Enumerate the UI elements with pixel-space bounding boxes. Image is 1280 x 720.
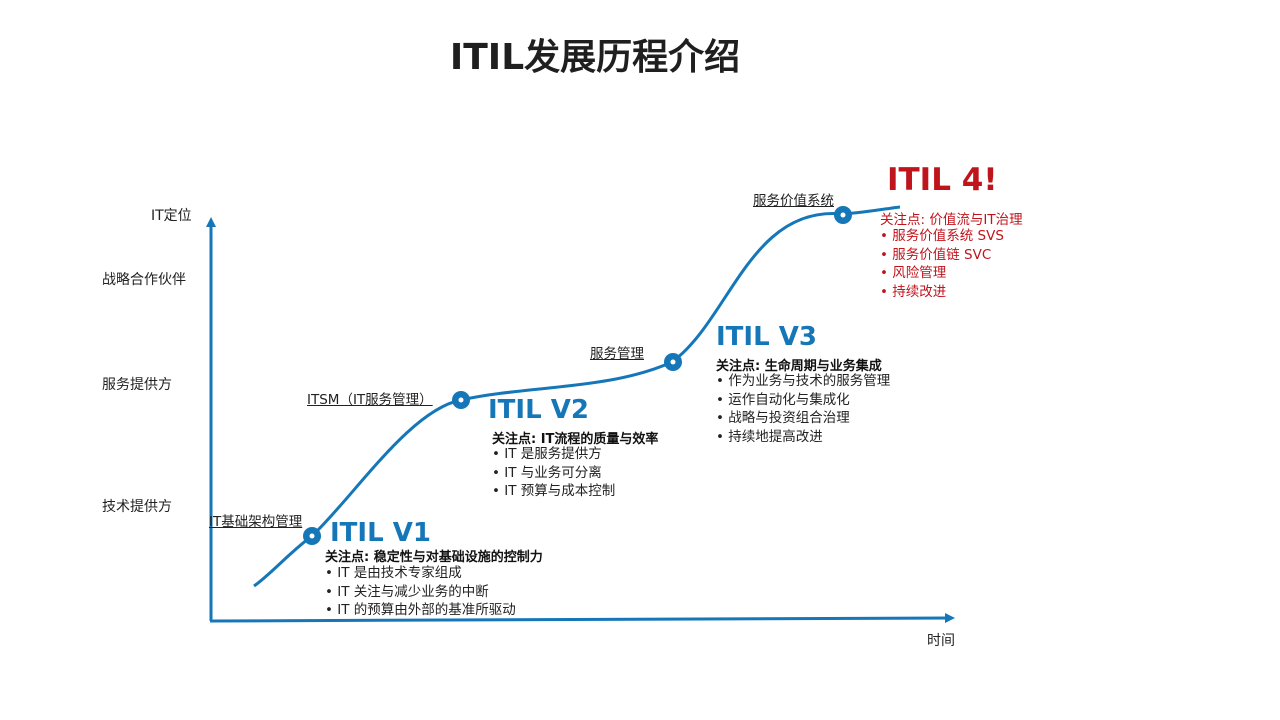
focus-v4: 关注点: 价值流与IT治理 [880,212,1023,228]
marker-v3 [664,353,682,371]
milestone-v3: 服务管理 [590,346,644,362]
focus-v1: 关注点: 稳定性与对基础设施的控制力 [325,550,543,565]
point-v3-3: 战略与投资组合治理 [716,409,890,428]
y-level-service-provider: 服务提供方 [102,377,172,393]
focus-v3: 关注点: 生命周期与业务集成 [716,359,882,374]
milestone-v4: 服务价值系统 [753,193,834,209]
point-v4-2: 服务价值链 SVC [880,246,1004,265]
point-v3-1: 作为业务与技术的服务管理 [716,372,890,391]
marker-v2 [452,391,470,409]
focus-v2: 关注点: IT流程的质量与效率 [492,432,659,447]
y-axis-label: IT定位 [151,208,192,224]
milestone-v2: ITSM（IT服务管理） [307,392,433,408]
version-v3: ITIL V3 [716,322,817,352]
points-v3: 作为业务与技术的服务管理 运作自动化与集成化 战略与投资组合治理 持续地提高改进 [716,372,890,446]
points-v2: IT 是服务提供方 IT 与业务可分离 IT 预算与成本控制 [492,445,615,501]
point-v4-4: 持续改进 [880,283,1004,302]
x-axis-label: 时间 [927,633,955,649]
y-level-tech-provider: 技术提供方 [102,499,172,515]
point-v2-3: IT 预算与成本控制 [492,482,615,501]
y-level-strategic-partner: 战略合作伙伴 [102,272,186,288]
x-axis [209,613,955,624]
point-v3-2: 运作自动化与集成化 [716,391,890,410]
marker-v1 [303,527,321,545]
point-v1-2: IT 关注与减少业务的中断 [325,583,516,602]
point-v1-3: IT 的预算由外部的基准所驱动 [325,601,516,620]
milestone-v1: IT基础架构管理 [209,514,303,530]
version-v4: ITIL 4! [887,162,998,198]
points-v1: IT 是由技术专家组成 IT 关注与减少业务的中断 IT 的预算由外部的基准所驱… [325,564,516,620]
point-v2-2: IT 与业务可分离 [492,464,615,483]
marker-v4 [834,206,852,224]
point-v1-1: IT 是由技术专家组成 [325,564,516,583]
point-v4-3: 风险管理 [880,264,1004,283]
point-v2-1: IT 是服务提供方 [492,445,615,464]
points-v4: 服务价值系统 SVS 服务价值链 SVC 风险管理 持续改进 [880,227,1004,301]
point-v3-4: 持续地提高改进 [716,428,890,447]
page-title: ITIL发展历程介绍 [449,37,741,78]
version-v1: ITIL V1 [330,518,431,548]
version-v2: ITIL V2 [488,395,589,425]
point-v4-1: 服务价值系统 SVS [880,227,1004,246]
